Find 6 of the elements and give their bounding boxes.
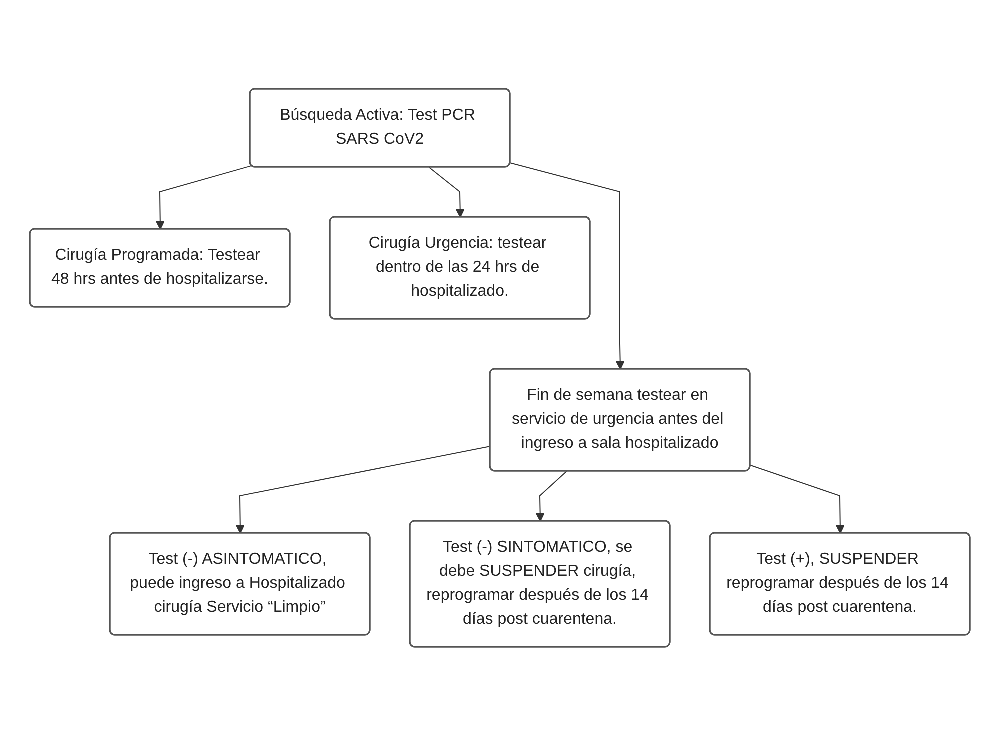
arrow: [428, 167, 465, 218]
arrow: [536, 471, 568, 522]
arrow: [236, 446, 491, 534]
arrow: [156, 165, 252, 230]
arrow: [510, 162, 625, 370]
arrow: [750, 464, 845, 534]
